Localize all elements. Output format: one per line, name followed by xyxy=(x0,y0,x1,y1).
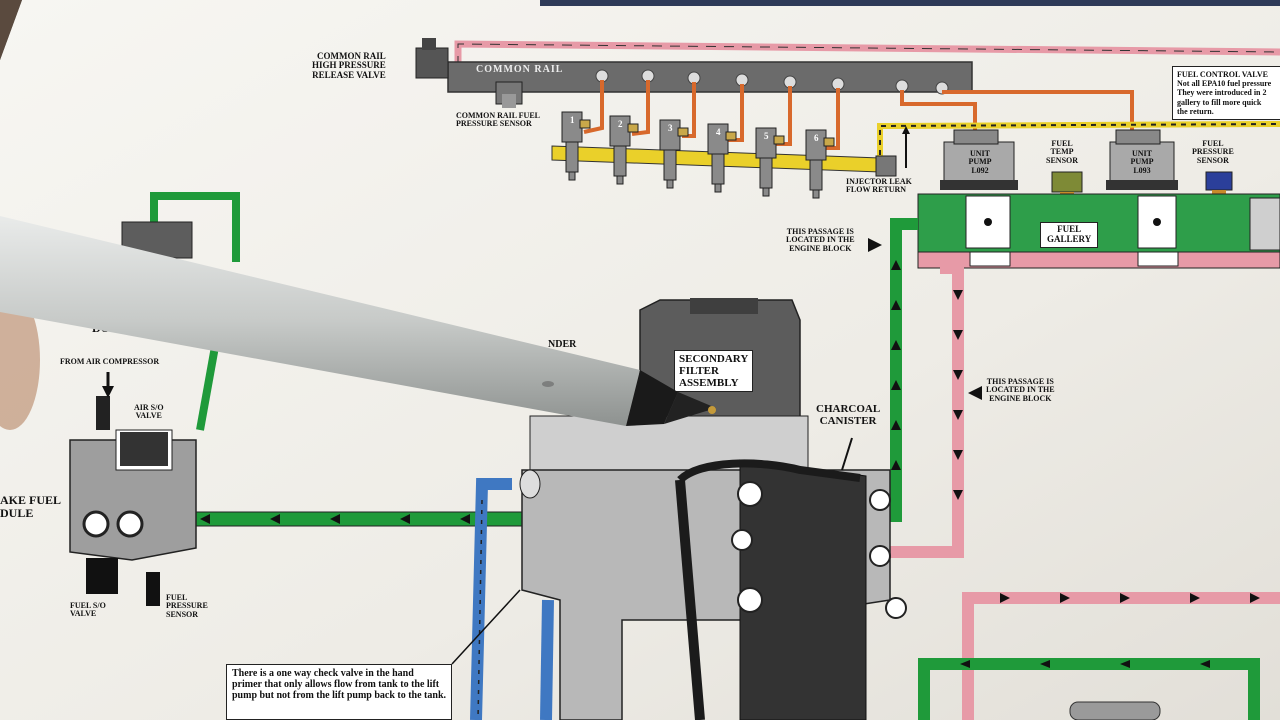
partial-label-primer: NDER xyxy=(548,340,576,351)
fuel-gallery xyxy=(918,194,1280,268)
paper-top-edge xyxy=(540,0,1280,6)
injector-number-5: 5 xyxy=(764,132,769,141)
common-rail-label: COMMON RAIL xyxy=(476,64,563,75)
fuel-temp-sensor xyxy=(1052,172,1082,192)
injector-number-6: 6 xyxy=(814,134,819,143)
check-valve-note: There is a one way check valve in the ha… xyxy=(226,664,452,720)
blue-line-2 xyxy=(546,600,548,720)
injector-number-4: 4 xyxy=(716,128,721,137)
release-valve xyxy=(416,48,448,78)
partial-label-top-left: DO xyxy=(92,322,110,335)
injector-number-3: 3 xyxy=(668,124,673,133)
from-air-compressor-label: FROM AIR COMPRESSOR xyxy=(60,358,159,366)
injector-number-2: 2 xyxy=(618,120,623,129)
fuel-pressure-sensor-top xyxy=(1206,172,1232,190)
injector-number-1: 1 xyxy=(570,116,575,125)
